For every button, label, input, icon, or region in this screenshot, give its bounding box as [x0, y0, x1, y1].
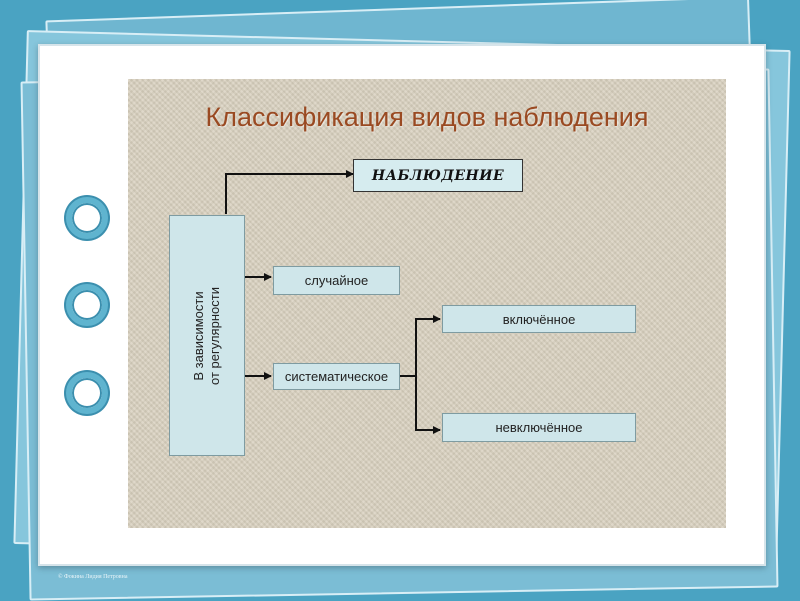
footer-copyright: © Фокина Лидия Петровна — [58, 574, 128, 580]
not-included-node: невключённое — [442, 413, 636, 442]
criterion-node-label: В зависимости от регулярности — [191, 287, 223, 385]
root-node: НАБЛЮДЕНИЕ — [353, 159, 523, 192]
random-node: случайное — [273, 266, 400, 295]
random-node-label: случайное — [305, 273, 369, 288]
binder-ring-icon — [66, 197, 108, 239]
connector-root — [226, 174, 353, 214]
binder-ring-icon — [66, 284, 108, 326]
not-included-node-label: невключённое — [495, 420, 582, 435]
systematic-node: систематическое — [273, 363, 400, 390]
diagram-panel: Классификация видов наблюдения НАБЛЮДЕНИ… — [128, 79, 726, 528]
root-node-label: НАБЛЮДЕНИЕ — [372, 168, 504, 184]
criterion-node: В зависимости от регулярности — [169, 215, 245, 456]
included-node-label: включённое — [503, 312, 576, 327]
systematic-node-label: систематическое — [285, 369, 388, 384]
binder-ring-icon — [66, 372, 108, 414]
included-node: включённое — [442, 305, 636, 333]
